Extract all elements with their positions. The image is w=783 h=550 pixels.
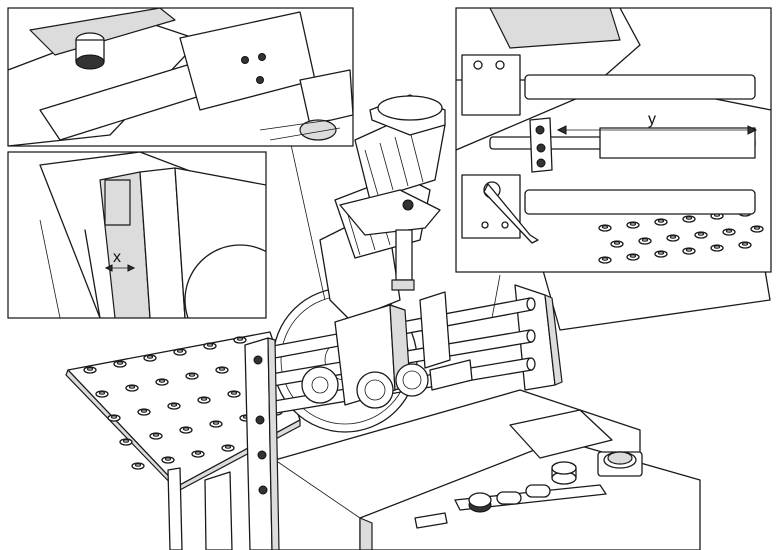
x-dimension-label: x — [113, 249, 121, 266]
ball-transfer-center — [697, 232, 705, 236]
ball-transfer-center — [140, 409, 148, 413]
ball-transfer-center — [116, 361, 124, 365]
ball-transfer-center — [629, 222, 637, 226]
ball-transfer-center — [224, 445, 232, 449]
ball-transfer-center — [230, 391, 238, 395]
ball-transfer-center — [170, 403, 178, 407]
ball-transfer-center — [657, 219, 665, 223]
ball-transfer-center — [164, 457, 172, 461]
ball-transfer-center — [182, 427, 190, 431]
ball-transfer-center — [134, 463, 142, 467]
left-upright — [244, 337, 280, 550]
ball-transfer-center — [685, 216, 693, 220]
ball-transfer-center — [741, 242, 749, 246]
ball-transfer-center — [188, 373, 196, 377]
ball-transfer-center — [152, 433, 160, 437]
motor-assembly — [319, 94, 446, 321]
ball-transfer-center — [146, 355, 154, 359]
inset-blade-gap-detail: x — [7, 151, 267, 319]
control-panel — [414, 451, 643, 529]
ball-transfer-center — [86, 367, 94, 371]
ball-transfer-center — [713, 245, 721, 249]
ball-transfer-center — [128, 385, 136, 389]
ball-transfer-center — [641, 238, 649, 242]
ball-transfer-center — [601, 257, 609, 261]
ball-transfer-center — [629, 254, 637, 258]
ball-transfer-center — [200, 397, 208, 401]
ball-transfer-center — [194, 451, 202, 455]
machine-body — [65, 94, 771, 550]
inset-knob-detail — [7, 7, 354, 147]
leader-line — [289, 139, 326, 301]
inset-rail-guide-detail: y — [455, 7, 772, 273]
ball-transfer-center — [753, 226, 761, 230]
ball-transfer-center — [176, 349, 184, 353]
leader-line — [491, 274, 501, 319]
table-balls — [598, 209, 764, 264]
carriage — [301, 291, 473, 409]
ball-transfer-center — [218, 367, 226, 371]
stand-legs — [167, 467, 233, 550]
ball-transfer-center — [657, 251, 665, 255]
ball-transfer-center — [212, 421, 220, 425]
ball-transfer-center — [685, 248, 693, 252]
y-dimension-label: y — [648, 111, 656, 128]
ball-transfer-center — [669, 235, 677, 239]
ball-transfer-center — [601, 225, 609, 229]
ball-transfer-center — [236, 337, 244, 341]
ball-transfer-center — [122, 439, 130, 443]
ball-transfer-center — [725, 229, 733, 233]
ball-transfer-center — [158, 379, 166, 383]
cabinet — [274, 389, 701, 550]
ball-transfer-center — [98, 391, 106, 395]
ball-transfer-center — [613, 241, 621, 245]
ball-transfer-center — [206, 343, 214, 347]
ball-transfer-center — [110, 415, 118, 419]
